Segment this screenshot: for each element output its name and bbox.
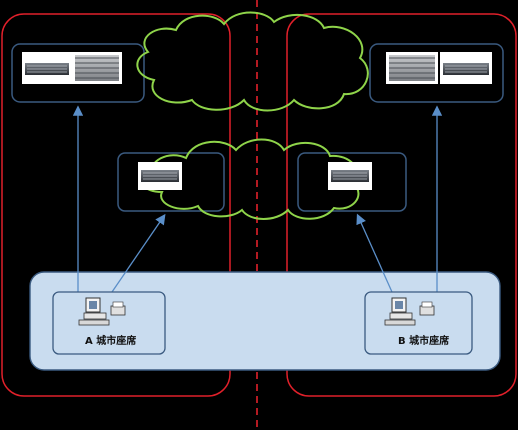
workstation-icon [78, 297, 110, 326]
seat-a-label: A 城市座席 [85, 334, 136, 347]
seat-b-label: B 城市座席 [398, 334, 449, 347]
printer-icon [110, 301, 126, 316]
printer-icon [419, 301, 435, 316]
arrow-seat-b-to-mid [356, 213, 393, 293]
cloud-middle [142, 138, 360, 220]
rack-server-icon [328, 162, 372, 190]
city-b-region [286, 13, 517, 397]
rack-server-icon [138, 162, 182, 190]
city-a-region [1, 13, 231, 397]
cloud-top [136, 11, 369, 112]
storage-array-icon [72, 52, 122, 84]
storage-array-icon [386, 52, 438, 84]
arrow-seat-a-to-mid [111, 213, 166, 293]
rack-server-icon [22, 52, 72, 84]
workstation-icon [384, 297, 416, 326]
rack-server-icon [440, 52, 492, 84]
